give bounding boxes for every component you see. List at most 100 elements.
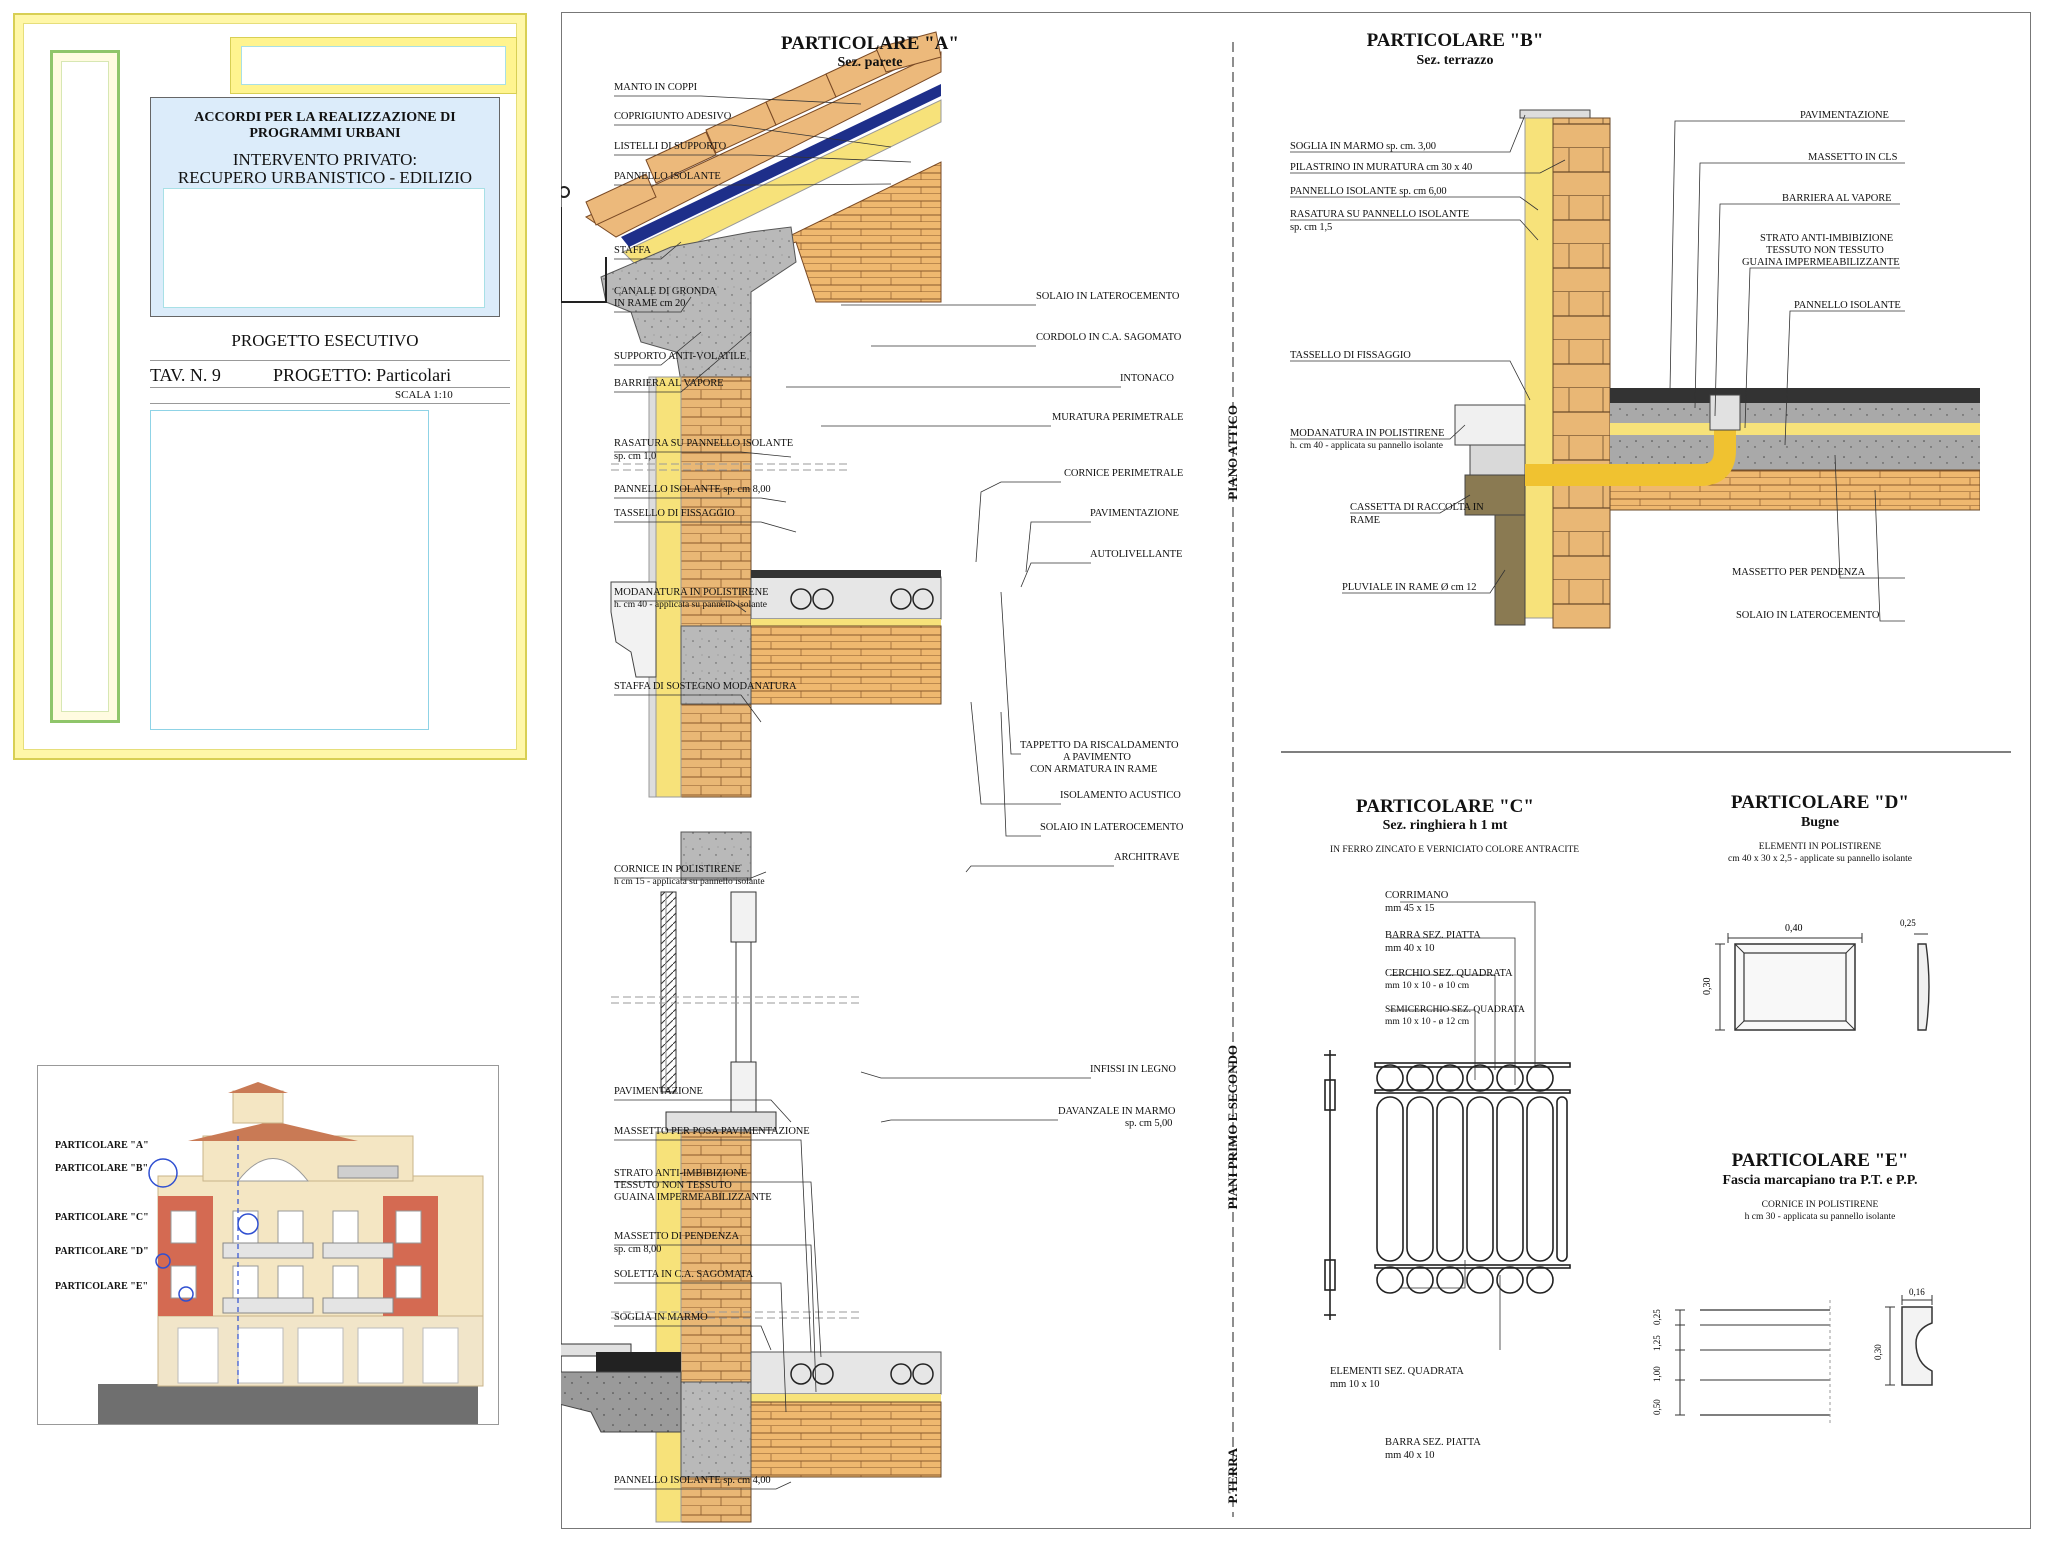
elev-label-d: PARTICOLARE "D"	[55, 1246, 149, 1257]
c-note-barra-bottom-size: mm 40 x 10	[1385, 1450, 1435, 1461]
project-title-line2: PROGRAMMI URBANI	[249, 126, 401, 141]
e-dim-125: 1,25	[1652, 1335, 1662, 1351]
b-note-strato: STRATO ANTI-IMBIBIZIONE	[1760, 233, 1894, 244]
b-note-modanatura-h: h. cm 40 - applicata su pannello isolant…	[1290, 441, 1444, 451]
detail-e-caption2: h cm 30 - applicata su pannello isolante	[1744, 1212, 1896, 1222]
detail-d-caption1: ELEMENTI IN POLISTIRENE	[1758, 842, 1882, 852]
elev-label-c: PARTICOLARE "C"	[55, 1212, 149, 1223]
c-note-barra-bottom: BARRA SEZ. PIATTA	[1385, 1437, 1481, 1448]
c-note-corrimano: CORRIMANO	[1385, 890, 1449, 901]
e-dim-050: 0,50	[1652, 1399, 1662, 1415]
e-dim-030: 0,30	[1873, 1344, 1883, 1360]
sheet-number: TAV. N. 9	[150, 365, 221, 385]
a-note-guaina: GUAINA IMPERMEABILIZZANTE	[614, 1192, 772, 1203]
c-note-corrimano-size: mm 45 x 15	[1385, 903, 1435, 914]
a-note-modanatura: MODANATURA IN POLISTIRENE	[614, 587, 769, 598]
a-note-listelli: LISTELLI DI SUPPORTO	[614, 141, 727, 152]
b-note-solaio: SOLAIO IN LATEROCEMENTO	[1736, 610, 1880, 621]
c-note-elementi: ELEMENTI SEZ. QUADRATA	[1330, 1366, 1464, 1377]
sheet-title: PROGETTO: Particolari	[273, 365, 452, 385]
a-note-soglia: SOGLIA IN MARMO	[614, 1312, 708, 1323]
e-dim-016: 0,16	[1909, 1287, 1925, 1297]
floor-label-terra: P.TERRA	[1225, 1448, 1240, 1504]
elev-label-e: PARTICOLARE "E"	[55, 1281, 149, 1292]
elevation-drawing	[98, 1082, 484, 1424]
railing-circles	[1376, 1064, 1554, 1294]
detail-d-drawing: 0,40 0,30 0,25	[1702, 918, 1930, 1031]
a-note-isolamento-acustico: ISOLAMENTO ACUSTICO	[1060, 790, 1181, 801]
a-note-massetto-sp: sp. cm 8,00	[614, 1244, 662, 1255]
a-note-strato-anti: STRATO ANTI-IMBIBIZIONE	[614, 1168, 748, 1179]
detail-b-subtitle: Sez. terrazzo	[1416, 53, 1494, 68]
scale-label: SCALA 1:10	[395, 389, 453, 401]
e-dim-100: 1,00	[1652, 1366, 1662, 1382]
a-note-cornice-h: h cm 15 - applicata su pannello isolante	[614, 877, 765, 887]
detail-c-caption: IN FERRO ZINCATO E VERNICIATO COLORE ANT…	[1330, 845, 1580, 855]
notes-box	[150, 410, 429, 730]
a-note-solaio-top: SOLAIO IN LATEROCEMENTO	[1036, 291, 1180, 302]
a-note-intonaco: INTONACO	[1120, 373, 1174, 384]
b-note-pannello: PANNELLO ISOLANTE sp. cm 6,00	[1290, 186, 1447, 197]
a-note-tassello: TASSELLO DI FISSAGGIO	[614, 508, 735, 519]
a-note-tappeto: TAPPETTO DA RISCALDAMENTO	[1020, 740, 1179, 751]
c-note-barra-top: BARRA SEZ. PIATTA	[1385, 930, 1481, 941]
elev-label-b: PARTICOLARE "B"	[55, 1163, 149, 1174]
a-note-davanzale-sp: sp. cm 5,00	[1125, 1118, 1173, 1129]
intervention-line1: INTERVENTO PRIVATO:	[232, 150, 418, 169]
b-note-pavimentazione: PAVIMENTAZIONE	[1800, 110, 1889, 121]
detail-e-subtitle: Fascia marcapiano tra P.T. e P.P.	[1722, 1173, 1918, 1188]
b-note-soglia: SOGLIA IN MARMO sp. cm. 3,00	[1290, 141, 1436, 152]
a-note-coprigiunto: COPRIGIUNTO ADESIVO	[614, 111, 732, 122]
c-note-semicerchio-size: mm 10 x 10 - ø 12 cm	[1385, 1017, 1470, 1027]
b-note-cassetta: CASSETTA DI RACCOLTA IN	[1350, 502, 1484, 513]
a-note-muratura: MURATURA PERIMETRALE	[1052, 412, 1184, 423]
a-note-tappeto-pavimento: A PAVIMENTO	[1063, 752, 1131, 763]
detail-d-subtitle: Bugne	[1800, 815, 1840, 830]
a-note-rasatura-sp: sp. cm 1,0	[614, 451, 657, 462]
a-note-architrave: ARCHITRAVE	[1114, 852, 1180, 863]
a-note-autolivellante: AUTOLIVELLANTE	[1090, 549, 1183, 560]
detail-e-title: PARTICOLARE "E"	[1731, 1150, 1909, 1171]
stamp-area	[163, 188, 485, 308]
c-note-cerchio-size: mm 10 x 10 - ø 10 cm	[1385, 981, 1470, 991]
b-note-modanatura: MODANATURA IN POLISTIRENE	[1290, 428, 1445, 439]
b-note-pluviale: PLUVIALE IN RAME Ø cm 12	[1342, 582, 1477, 593]
title-block: ACCORDI PER LA REALIZZAZIONE DI PROGRAMM…	[13, 13, 527, 760]
a-note-pavimentazione-low: PAVIMENTAZIONE	[614, 1086, 703, 1097]
binding-strip	[50, 50, 120, 723]
detail-c-subtitle: Sez. ringhiera h 1 mt	[1382, 818, 1508, 833]
detail-e-drawing: 0,50 1,00 1,25 0,25 0,16 0,30	[1652, 1287, 1933, 1425]
detail-d-caption2: cm 40 x 30 x 2,5 - applicate su pannello…	[1728, 854, 1912, 864]
a-note-davanzale: DAVANZALE IN MARMO	[1058, 1106, 1176, 1117]
d-dim-depth: 0,25	[1900, 918, 1916, 928]
b-note-pilastrino: PILASTRINO IN MURATURA cm 30 x 40	[1290, 162, 1473, 173]
a-note-massetto-pendenza: MASSETTO DI PENDENZA	[614, 1231, 739, 1242]
elev-label-a: PARTICOLARE "A"	[55, 1140, 149, 1151]
c-note-barra-top-size: mm 40 x 10	[1385, 943, 1435, 954]
floor-label-attico: PIANO ATTICO	[1225, 405, 1240, 500]
a-note-cornice-polistirene: CORNICE IN POLISTIRENE	[614, 864, 741, 875]
a-note-barriera: BARRIERA AL VAPORE	[614, 378, 724, 389]
project-phase: PROGETTO ESECUTIVO	[231, 331, 419, 350]
a-note-massetto-posa: MASSETTO PER POSA PAVIMENTAZIONE	[614, 1126, 810, 1137]
logo-box	[230, 37, 517, 94]
a-note-cornice-perimetrale: CORNICE PERIMETRALE	[1064, 468, 1184, 479]
a-note-anti-volatile: SUPPORTO ANTI-VOLATILE	[614, 351, 747, 362]
a-note-staffa-sostegno: STAFFA DI SOSTEGNO MODANATURA	[614, 681, 797, 692]
detail-d-title: PARTICOLARE "D"	[1731, 792, 1909, 813]
c-note-semicerchio: SEMICERCHIO SEZ. QUADRATA	[1385, 1005, 1525, 1015]
a-note-cordolo: CORDOLO IN C.A. SAGOMATO	[1036, 332, 1182, 343]
detail-a-subtitle: Sez. parete	[837, 55, 903, 70]
a-note-infissi: INFISSI IN LEGNO	[1090, 1064, 1176, 1075]
a-note-solaio-mid: SOLAIO IN LATEROCEMENTO	[1040, 822, 1184, 833]
a-note-rasatura: RASATURA SU PANNELLO ISOLANTE	[614, 438, 794, 449]
c-note-elementi-size: mm 10 x 10	[1330, 1379, 1380, 1390]
key-elevation: PARTICOLARE "A" PARTICOLARE "B" PARTICOL…	[37, 1065, 499, 1425]
b-note-cassetta-rame: RAME	[1350, 515, 1380, 526]
d-dim-height: 0,30	[1702, 978, 1713, 996]
project-header: ACCORDI PER LA REALIZZAZIONE DI PROGRAMM…	[150, 97, 500, 317]
a-note-manto: MANTO IN COPPI	[614, 82, 698, 93]
railing-ovals	[1376, 1096, 1568, 1262]
a-note-staffa: STAFFA	[614, 245, 651, 256]
a-note-pannello-isolante: PANNELLO ISOLANTE	[614, 171, 721, 182]
